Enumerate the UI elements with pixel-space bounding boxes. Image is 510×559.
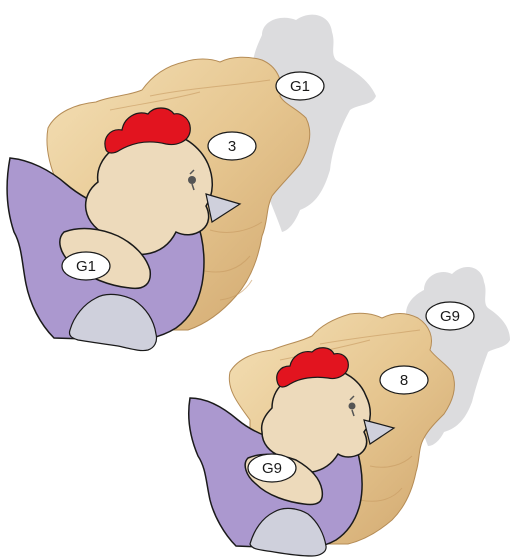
bottom-callout-wing: G9 [248, 454, 296, 482]
top-callout-wood-label: 3 [228, 138, 236, 155]
top-callout-wood: 3 [208, 132, 256, 160]
top-eye-icon [188, 176, 196, 184]
bottom-assembly: G9 8 G9 [189, 267, 510, 556]
bottom-callout-shadow-label: G9 [440, 308, 460, 325]
top-callout-shadow-label: G1 [290, 78, 310, 95]
top-callout-shadow: G1 [276, 72, 324, 100]
top-callout-wing-label: G1 [76, 258, 96, 275]
bottom-callout-wing-label: G9 [262, 460, 282, 477]
bottom-callout-wood-label: 8 [400, 372, 408, 389]
top-callout-wing: G1 [62, 252, 110, 280]
bottom-eye-icon [349, 403, 356, 410]
top-assembly: G1 3 G1 [7, 15, 376, 351]
bottom-callout-wood: 8 [380, 366, 428, 394]
bottom-callout-shadow: G9 [426, 302, 474, 330]
